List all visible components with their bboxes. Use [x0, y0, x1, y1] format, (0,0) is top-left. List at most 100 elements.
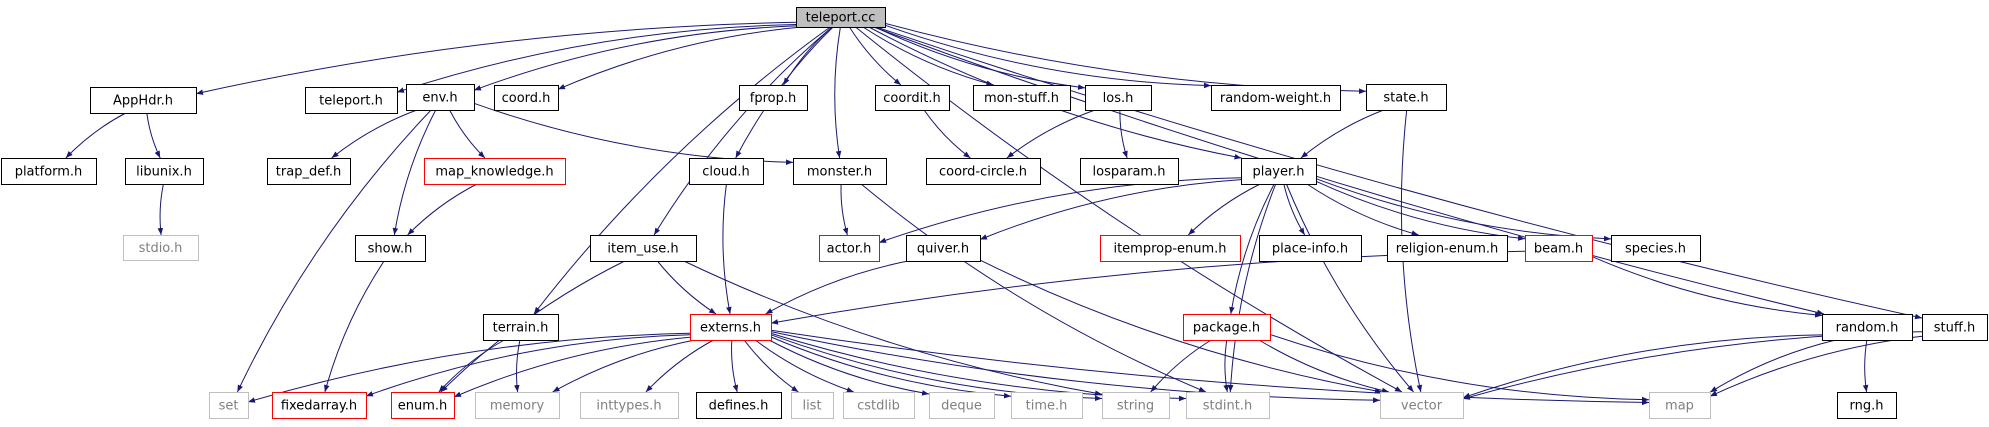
node-label: itemprop-enum.h [1113, 242, 1226, 257]
node-mapknow[interactable]: map_knowledge.h [424, 158, 566, 185]
edge-coordit-to-coordcircle [923, 109, 971, 159]
edge-package-to-vector [1258, 339, 1390, 394]
node-losparam[interactable]: losparam.h [1080, 158, 1179, 185]
node-quiver[interactable]: quiver.h [906, 235, 981, 262]
node-label: state.h [1383, 91, 1428, 106]
node-label: fixedarray.h [281, 399, 357, 414]
node-apphdr[interactable]: AppHdr.h [90, 87, 197, 114]
node-los[interactable]: los.h [1085, 85, 1152, 111]
node-label: memory [490, 399, 545, 414]
edge-teleport_cc-to-los [874, 26, 1086, 90]
edge-teleport_cc-to-env [473, 25, 797, 91]
node-vector[interactable]: vector [1380, 392, 1464, 419]
edge-teleport_cc-to-coord [557, 26, 802, 90]
node-box [355, 235, 426, 262]
node-state[interactable]: state.h [1366, 84, 1447, 111]
node-externs[interactable]: externs.h [690, 314, 772, 341]
node-label: AppHdr.h [113, 94, 173, 109]
edge-externs-to-fixedarray [365, 334, 691, 397]
node-box [1259, 235, 1362, 262]
node-actor[interactable]: actor.h [819, 235, 880, 262]
node-map[interactable]: map [1649, 392, 1711, 419]
node-deque[interactable]: deque [929, 392, 995, 419]
edge-externs-to-vector [770, 331, 1381, 403]
node-label: coord-circle.h [939, 165, 1027, 180]
node-box [494, 85, 559, 111]
node-coordcircle[interactable]: coord-circle.h [926, 158, 1041, 185]
node-show[interactable]: show.h [355, 235, 426, 262]
node-stdint[interactable]: stdint.h [1186, 392, 1270, 419]
node-random[interactable]: random.h [1822, 314, 1913, 341]
edge-package-to-string [1150, 339, 1212, 393]
node-monstuff[interactable]: mon-stuff.h [973, 85, 1071, 111]
node-set[interactable]: set [209, 392, 249, 419]
node-box [1837, 392, 1897, 419]
edge-los-to-losparam [1119, 109, 1128, 159]
node-cstdlib[interactable]: cstdlib [843, 392, 915, 419]
node-package[interactable]: package.h [1183, 314, 1271, 341]
node-box [819, 235, 880, 262]
edge-stuff-to-vector [1462, 331, 1923, 400]
node-inttypes[interactable]: inttypes.h [580, 392, 679, 419]
node-teleport-h[interactable]: teleport.h [305, 87, 398, 114]
node-beam[interactable]: beam.h [1525, 235, 1593, 262]
edge-state-to-player [1300, 109, 1384, 159]
node-box [1525, 235, 1593, 262]
node-label: beam.h [1534, 242, 1583, 257]
node-list[interactable]: list [791, 392, 834, 419]
node-box [929, 392, 995, 419]
node-stuff[interactable]: stuff.h [1922, 314, 1988, 341]
node-coordit[interactable]: coordit.h [875, 85, 950, 111]
node-player[interactable]: player.h [1241, 158, 1317, 185]
edge-teleport_cc-to-monstuff [862, 26, 994, 86]
node-box [125, 158, 204, 185]
node-box [689, 158, 764, 185]
node-coord[interactable]: coord.h [494, 85, 559, 111]
node-label: random-weight.h [1220, 91, 1331, 106]
node-rng[interactable]: rng.h [1837, 392, 1897, 419]
edge-teleport_cc-to-monster [834, 26, 842, 159]
node-box [1211, 85, 1341, 111]
edge-player-to-package [1229, 183, 1275, 315]
node-enum[interactable]: enum.h [391, 392, 455, 419]
node-itemprop[interactable]: itemprop-enum.h [1100, 235, 1241, 262]
node-time[interactable]: time.h [1011, 392, 1083, 419]
node-teleport-cc[interactable]: teleport.cc [796, 7, 886, 28]
edge-random-to-rng [1862, 339, 1869, 393]
node-box [123, 235, 199, 261]
node-label: list [802, 399, 821, 414]
node-fprop[interactable]: fprop.h [739, 85, 808, 111]
node-box [305, 87, 398, 114]
node-label: rng.h [1850, 399, 1884, 414]
node-box [90, 87, 197, 114]
node-memory[interactable]: memory [475, 392, 560, 419]
node-fixedarray[interactable]: fixedarray.h [272, 392, 367, 419]
node-defines[interactable]: defines.h [696, 392, 782, 419]
node-label: random.h [1836, 321, 1899, 336]
node-religion[interactable]: religion-enum.h [1387, 235, 1508, 262]
node-trapdef[interactable]: trap_def.h [267, 158, 351, 185]
node-box [406, 84, 475, 111]
edge-monster-to-actor [840, 183, 849, 236]
edge-los-to-coordcircle [1006, 109, 1096, 159]
node-randweight[interactable]: random-weight.h [1211, 85, 1341, 111]
node-label: defines.h [709, 399, 769, 414]
node-cloud[interactable]: cloud.h [689, 158, 764, 185]
node-species[interactable]: species.h [1611, 235, 1701, 262]
node-env[interactable]: env.h [406, 84, 475, 111]
edge-externs-to-list [743, 339, 799, 393]
node-label: actor.h [827, 242, 872, 257]
node-libunix[interactable]: libunix.h [125, 158, 204, 185]
edge-player-to-actor [878, 177, 1242, 244]
node-monster[interactable]: monster.h [793, 158, 887, 185]
node-box [1241, 158, 1317, 185]
node-platform[interactable]: platform.h [1, 158, 97, 185]
node-label: map_knowledge.h [435, 165, 553, 180]
node-string[interactable]: string [1102, 392, 1170, 419]
node-stdio[interactable]: stdio.h [123, 235, 199, 261]
node-itemuse[interactable]: item_use.h [590, 235, 697, 262]
node-terrain[interactable]: terrain.h [483, 314, 559, 341]
edge-player-to-stdint [1227, 183, 1277, 393]
node-box [1085, 85, 1152, 111]
node-placeinfo[interactable]: place-info.h [1259, 235, 1362, 262]
